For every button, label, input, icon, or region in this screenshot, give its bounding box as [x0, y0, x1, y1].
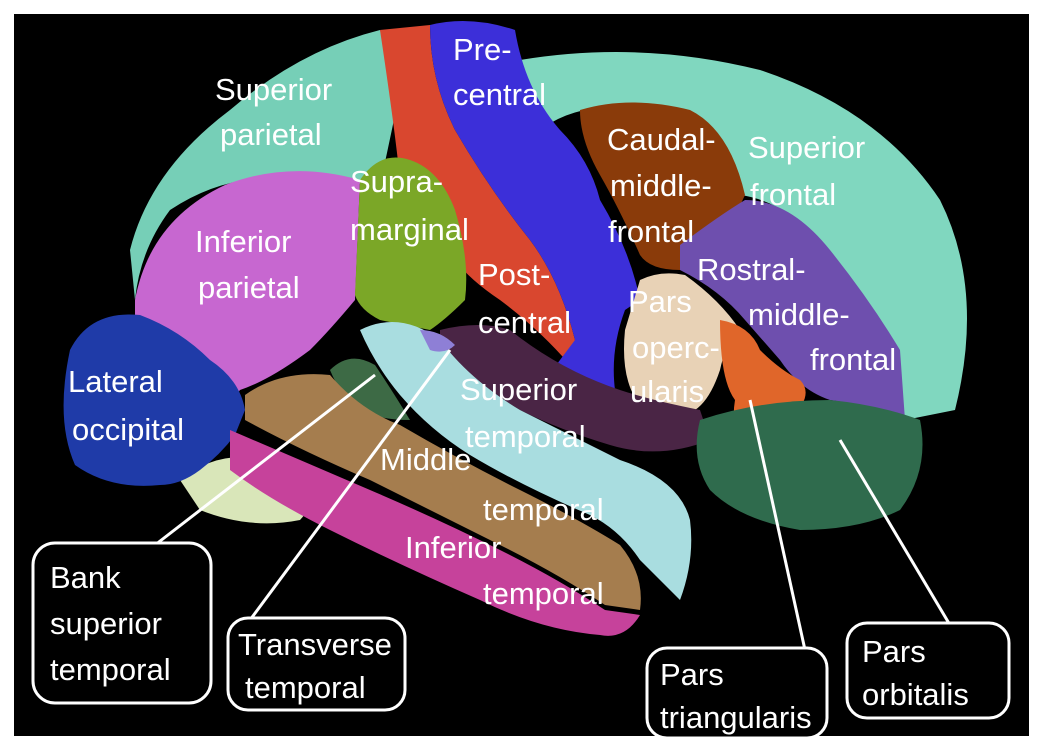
label-superior-temporal-1: Superior	[460, 372, 577, 407]
label-superior-parietal-1: Superior	[215, 72, 332, 107]
label-rostral-3: frontal	[810, 342, 896, 377]
label-lateral-occipital-2: occipital	[72, 412, 184, 447]
label-superior-frontal-1: Superior	[748, 130, 865, 165]
label-rostral-2: middle-	[748, 297, 850, 332]
callout-bank-2: superior	[50, 606, 162, 641]
label-middle-temporal-1: Middle	[380, 442, 471, 477]
callout-bank-3: temporal	[50, 652, 171, 687]
callout-triangularis-1: Pars	[660, 657, 724, 692]
label-inferior-temporal-1: Inferior	[405, 530, 501, 565]
callout-pars-orbitalis: Pars orbitalis	[847, 623, 1009, 718]
label-supramarginal-2: marginal	[350, 212, 469, 247]
callout-triangularis-2: triangularis	[660, 700, 812, 735]
label-precentral-1: Pre-	[453, 32, 512, 67]
callout-transverse-2: temporal	[245, 670, 366, 705]
label-inferior-parietal-1: Inferior	[195, 224, 291, 259]
label-inferior-parietal-2: parietal	[198, 270, 300, 305]
label-lateral-occipital-1: Lateral	[68, 364, 163, 399]
label-superior-temporal-2: temporal	[465, 419, 586, 454]
label-rostral-1: Rostral-	[697, 252, 806, 287]
label-superior-parietal-2: parietal	[220, 117, 322, 152]
label-pars-operc-3: ularis	[630, 374, 704, 409]
callout-orbitalis-2: orbitalis	[862, 677, 969, 712]
label-postcentral-2: central	[478, 305, 571, 340]
label-pars-operc-2: operc-	[632, 330, 720, 365]
label-caudal-2: middle-	[610, 168, 712, 203]
callout-bank-1: Bank	[50, 560, 121, 595]
label-inferior-temporal-2: temporal	[483, 576, 604, 611]
label-postcentral-1: Post-	[478, 257, 550, 292]
callout-orbitalis-1: Pars	[862, 634, 926, 669]
label-precentral-2: central	[453, 77, 546, 112]
label-pars-operc-1: Pars	[628, 284, 692, 319]
region-pars-orbitalis	[697, 400, 923, 530]
label-superior-frontal-2: frontal	[750, 177, 836, 212]
label-caudal-1: Caudal-	[607, 122, 716, 157]
callout-bank-superior-temporal: Bank superior temporal	[33, 543, 211, 703]
label-middle-temporal-2: temporal	[483, 492, 604, 527]
callout-transverse-1: Transverse	[238, 627, 392, 662]
label-supramarginal-1: Supra-	[350, 164, 443, 199]
label-caudal-3: frontal	[608, 214, 694, 249]
callout-pars-triangularis: Pars triangularis	[647, 648, 827, 738]
callout-transverse-temporal: Transverse temporal	[228, 618, 405, 710]
